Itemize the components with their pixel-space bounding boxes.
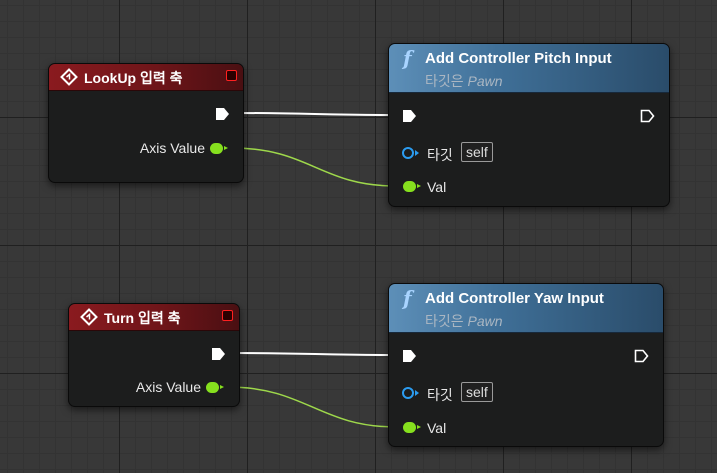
turn-axis-event-node[interactable]: Turn 입력 축 Axis Value	[68, 303, 240, 407]
event-diamond-icon	[60, 68, 78, 86]
float-wire-lookup	[231, 147, 397, 187]
exec-out-pin-icon[interactable]	[215, 107, 230, 121]
function-f-icon: f	[403, 46, 412, 70]
yaw-val-label: Val	[427, 420, 447, 436]
exec-in-pin-icon[interactable]	[402, 109, 417, 123]
lookup-axis-event-node[interactable]: LookUp 입력 축 Axis Value	[48, 63, 244, 183]
pitch-self-value[interactable]: self	[461, 142, 493, 162]
turn-axis-value-label: Axis Value	[135, 379, 201, 395]
exec-wire-lookup	[235, 112, 397, 116]
exec-out-pin-icon[interactable]	[211, 347, 226, 361]
yaw-self-value[interactable]: self	[461, 382, 493, 402]
lookup-event-header[interactable]: LookUp 입력 축	[49, 64, 243, 91]
turn-axis-value-pin[interactable]	[206, 382, 224, 393]
add-controller-pitch-input-node[interactable]: f Add Controller Pitch Input 타깃은 Pawn 타깃…	[388, 43, 670, 207]
delegate-square-icon[interactable]	[222, 310, 233, 321]
float-wire-turn	[227, 386, 397, 428]
yaw-target-class: Pawn	[467, 313, 503, 329]
pitch-target-pin[interactable]	[402, 147, 419, 159]
turn-event-title: Turn 입력 축	[104, 310, 181, 326]
turn-event-header[interactable]: Turn 입력 축	[69, 304, 239, 331]
lookup-axis-value-pin[interactable]	[210, 143, 228, 154]
yaw-target-label: 타깃은	[425, 313, 464, 329]
yaw-val-pin[interactable]	[403, 422, 421, 433]
lookup-axis-value-label: Axis Value	[139, 140, 205, 156]
exec-in-pin-icon[interactable]	[402, 349, 417, 363]
pitch-val-pin[interactable]	[403, 181, 421, 192]
pitch-target-class: Pawn	[467, 73, 503, 89]
lookup-event-title: LookUp 입력 축	[84, 70, 183, 86]
exec-out-pin-icon[interactable]	[634, 349, 649, 363]
pitch-target-pin-label: 타깃	[427, 147, 453, 163]
function-f-icon: f	[403, 286, 412, 310]
yaw-target-subtitle: 타깃은 Pawn	[425, 311, 503, 331]
delegate-square-icon[interactable]	[226, 70, 237, 81]
yaw-target-pin[interactable]	[402, 387, 419, 399]
pitch-function-title: Add Controller Pitch Input	[425, 50, 612, 67]
exec-wire-turn	[231, 352, 397, 356]
yaw-target-pin-label: 타깃	[427, 387, 453, 403]
pitch-target-subtitle: 타깃은 Pawn	[425, 71, 503, 91]
pitch-target-label: 타깃은	[425, 73, 464, 89]
exec-out-pin-icon[interactable]	[640, 109, 655, 123]
pitch-function-header[interactable]: f Add Controller Pitch Input 타깃은 Pawn	[389, 44, 669, 93]
pitch-val-label: Val	[427, 179, 447, 195]
yaw-function-title: Add Controller Yaw Input	[425, 290, 604, 307]
event-diamond-icon	[80, 308, 98, 326]
yaw-function-header[interactable]: f Add Controller Yaw Input 타깃은 Pawn	[389, 284, 663, 333]
add-controller-yaw-input-node[interactable]: f Add Controller Yaw Input 타깃은 Pawn 타깃 s…	[388, 283, 664, 447]
